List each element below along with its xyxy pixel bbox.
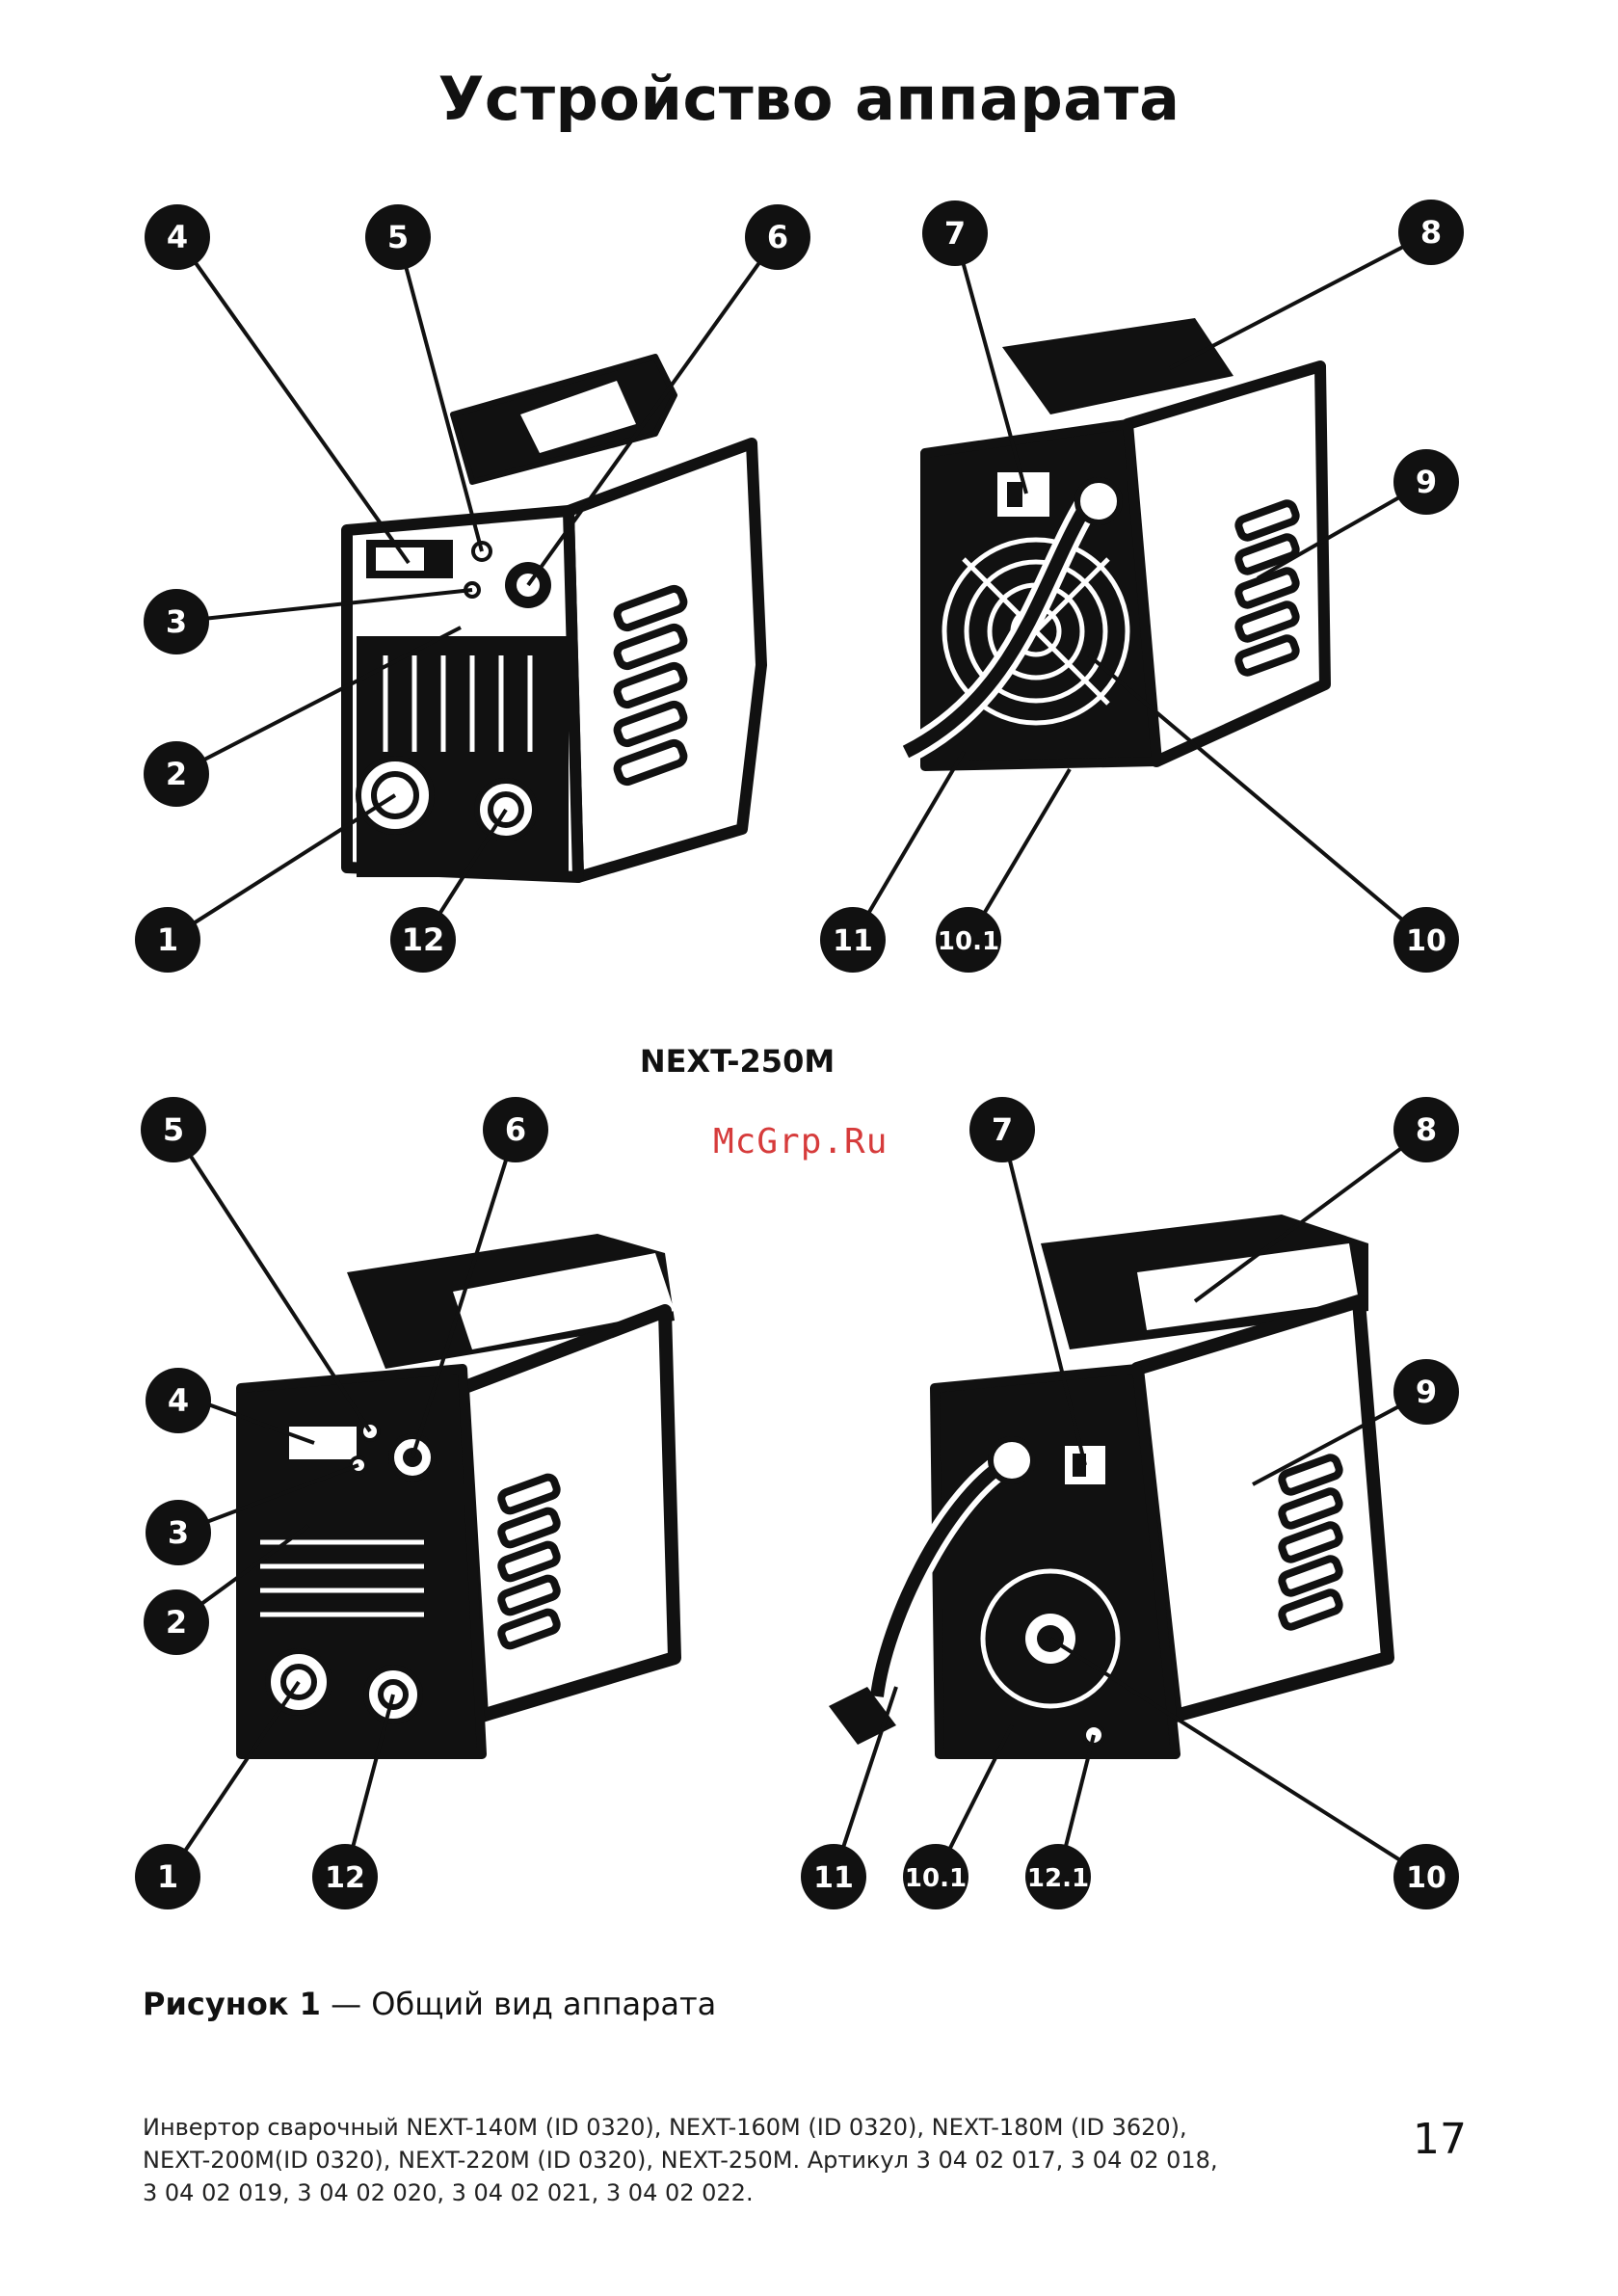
callout-number: 4 [168,1382,189,1419]
callouts-top-back: 7 8 9 11 10.1 10 [820,200,1464,973]
callout-number: 7 [944,215,966,252]
callout-badge: 10 [1393,1844,1459,1909]
illustration-bottom-back [829,1215,1394,1759]
page-title: Устройство аппарата [438,64,1180,134]
callout-number: 9 [1416,1374,1437,1410]
callout-number: 10.1 [905,1864,967,1893]
callout-number: 12.1 [1027,1864,1089,1893]
model-subtitle: NEXT-250M [639,1043,836,1080]
callout-badge: 4 [146,1368,211,1433]
callout-number: 5 [163,1111,184,1148]
callout-badge: 10.1 [903,1844,968,1909]
callout-badge: 1 [135,1844,200,1909]
callout-number: 5 [387,219,409,255]
callout-number: 1 [157,1858,178,1895]
footer-line: Инвертор сварочный NEXT-140M (ID 0320), … [143,2114,1187,2141]
illustration-top-back [900,318,1331,771]
callout-badge: 9 [1393,1359,1459,1425]
callout-badge: 9 [1393,449,1459,515]
callout-number: 10.1 [938,927,999,956]
footer-line: 3 04 02 019, 3 04 02 020, 3 04 02 021, 3… [143,2179,754,2206]
callout-badge: 8 [1398,200,1464,265]
callout-badge: 12 [390,907,456,973]
callout-number: 11 [813,1861,854,1895]
callout-badge: 10 [1393,907,1459,973]
callouts-bottom-back: 7 8 9 11 10.1 12.1 10 [801,1097,1459,1909]
figure-caption-text: — Общий вид аппарата [320,1986,717,2022]
callout-number: 11 [833,924,873,958]
callout-badge: 8 [1393,1097,1459,1162]
watermark: McGrp.Ru [713,1122,889,1161]
callout-badge: 11 [820,907,886,973]
figure-label: Рисунок 1 [143,1986,321,2022]
callout-badge: 2 [144,1589,209,1655]
illustration-top-front [341,354,767,883]
callout-badge: 4 [145,204,210,270]
figure-caption: Рисунок 1 — Общий вид аппарата [143,1986,716,2022]
callout-badge: 7 [969,1097,1035,1162]
callout-number: 12 [325,1861,365,1895]
callout-number: 9 [1416,464,1437,500]
callout-badge: 5 [365,204,431,270]
callouts-top-front: 4 5 6 3 2 1 12 [135,204,810,973]
callout-badge: 6 [483,1097,548,1162]
callout-number: 8 [1420,214,1442,251]
callout-number: 2 [166,1604,187,1641]
callout-number: 8 [1416,1111,1437,1148]
callout-number: 12 [402,921,445,958]
callout-number: 3 [168,1514,189,1551]
callout-badge: 5 [141,1097,206,1162]
illustration-bottom-front [236,1234,681,1759]
callout-badge: 3 [146,1500,211,1565]
callout-number: 6 [505,1111,526,1148]
callout-badge: 7 [922,200,988,266]
callout-badge: 12 [312,1844,378,1909]
callout-number: 10 [1406,1861,1446,1895]
footer-line: NEXT-200M(ID 0320), NEXT-220M (ID 0320),… [143,2147,1218,2174]
callout-badge: 1 [135,907,200,973]
callout-badge: 6 [745,204,810,270]
callout-number: 3 [166,603,187,640]
callout-number: 1 [157,921,178,958]
callout-number: 4 [167,219,188,255]
callout-number: 2 [166,756,187,792]
callout-number: 7 [992,1111,1013,1148]
footer-text: Инвертор сварочный NEXT-140M (ID 0320), … [143,2111,1270,2209]
callouts-bottom-front: 5 6 4 3 2 1 12 [135,1097,548,1909]
callout-badge: 3 [144,589,209,654]
callout-number: 10 [1406,924,1446,958]
page-number: 17 [1413,2115,1467,2164]
callout-badge: 12.1 [1025,1844,1091,1909]
callout-badge: 2 [144,741,209,807]
callout-badge: 10.1 [936,907,1001,973]
callout-badge: 11 [801,1844,866,1909]
callout-number: 6 [767,219,788,255]
